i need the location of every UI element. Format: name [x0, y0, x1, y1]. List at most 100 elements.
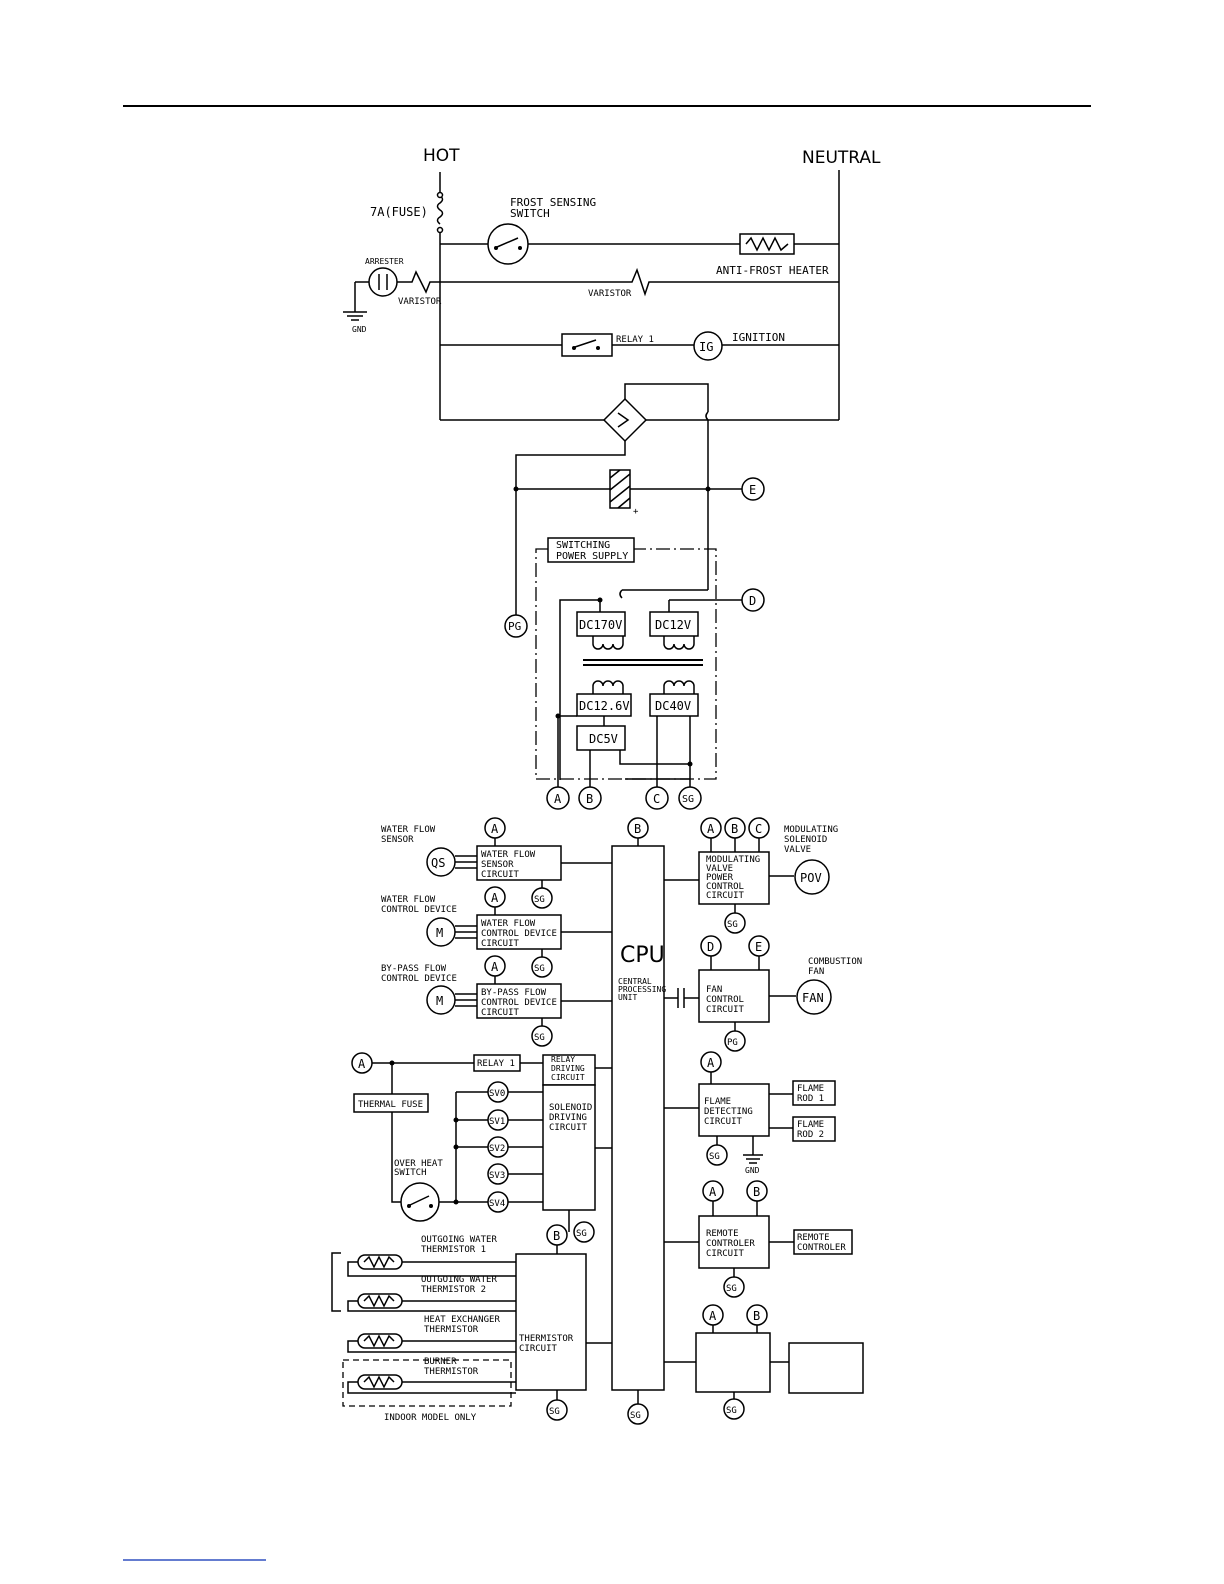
svg-text:SV3: SV3: [489, 1171, 505, 1181]
thermistor-circuit: [515, 1253, 587, 1391]
svg-text:A: A: [554, 792, 562, 806]
relay-1-icon: [561, 333, 613, 357]
varistor-icon-2: [628, 267, 652, 297]
capacitor-plus: +: [633, 507, 639, 517]
pov-icon: [794, 859, 830, 895]
gnd-label-top: GND: [352, 325, 367, 334]
svg-text:CONTROL DEVICE: CONTROL DEVICE: [481, 929, 557, 939]
svg-text:WATER FLOW: WATER FLOW: [481, 850, 536, 860]
svg-text:OUTGOING WATER: OUTGOING WATER: [421, 1275, 497, 1285]
dc170v-box: [576, 611, 626, 637]
svg-text:E: E: [755, 940, 762, 954]
svg-text:COMBUSTION: COMBUSTION: [808, 957, 862, 967]
arrester-label: ARRESTER: [365, 257, 404, 266]
svg-text:PROCESSING: PROCESSING: [618, 985, 666, 994]
svg-text:DRIVING: DRIVING: [551, 1064, 585, 1073]
svg-text:SV0: SV0: [489, 1089, 505, 1099]
svg-text:DC5V: DC5V: [589, 732, 618, 746]
svg-text:A: A: [491, 822, 499, 836]
svg-text:POWER: POWER: [706, 873, 734, 883]
svg-text:THERMISTOR 1: THERMISTOR 1: [421, 1245, 486, 1255]
svg-text:OUTGOING WATER: OUTGOING WATER: [421, 1235, 497, 1245]
svg-text:BY-PASS FLOW: BY-PASS FLOW: [381, 964, 447, 974]
wfs-connector-sg: [531, 887, 553, 909]
svg-text:A: A: [709, 1309, 717, 1323]
svg-text:THERMISTOR: THERMISTOR: [424, 1367, 479, 1377]
svg-text:MODULATING: MODULATING: [784, 825, 838, 835]
anti-frost-heater-icon: [739, 233, 795, 255]
svg-text:DRIVING: DRIVING: [549, 1113, 587, 1123]
bridge-rectifier-icon: [602, 397, 648, 443]
dc40v-box: [649, 693, 699, 717]
svg-text:CIRCUIT: CIRCUIT: [481, 870, 520, 880]
svg-text:CIRCUIT: CIRCUIT: [704, 1117, 743, 1127]
svg-text:SENSOR: SENSOR: [381, 835, 414, 845]
svg-text:DC40V: DC40V: [655, 699, 691, 713]
flame-rod-2-box: [792, 1116, 836, 1142]
fuse-label: 7A(FUSE): [370, 205, 428, 219]
svg-text:CPU: CPU: [620, 943, 665, 968]
svg-text:CONTROL: CONTROL: [706, 882, 744, 892]
svg-text:SG: SG: [534, 964, 545, 974]
svg-text:SENSOR: SENSOR: [481, 860, 514, 870]
svg-text:A: A: [491, 960, 499, 974]
svg-text:CONTROL: CONTROL: [706, 995, 744, 1005]
svg-text:D: D: [707, 940, 714, 954]
svg-text:C: C: [755, 822, 762, 836]
connector-b-out: [578, 786, 602, 810]
svg-text:QS: QS: [431, 856, 445, 870]
fuse-icon: [436, 195, 444, 225]
remote-controler-box: [793, 1229, 853, 1255]
water-flow-control-device-circuit: [476, 914, 562, 950]
thermistor-connector-sg: [546, 1399, 568, 1421]
svg-text:MODULATING: MODULATING: [706, 855, 760, 865]
svg-text:UNIT: UNIT: [618, 993, 637, 1002]
flame-connector-sg: [706, 1144, 728, 1166]
svg-text:THERMISTOR 2: THERMISTOR 2: [421, 1285, 486, 1295]
cpu-connector-sg: [627, 1403, 649, 1425]
svg-text:SOLENOID: SOLENOID: [784, 835, 827, 845]
connector-d-top: [741, 588, 765, 612]
svg-text:GND: GND: [745, 1166, 760, 1175]
svg-text:CONTROL DEVICE: CONTROL DEVICE: [381, 905, 457, 915]
relay-1-label-top: RELAY 1: [616, 335, 654, 345]
svg-text:A: A: [707, 822, 715, 836]
svg-text:B: B: [553, 1229, 560, 1243]
flame-detecting-circuit: [698, 1083, 770, 1137]
solenoid-connector-sg: [573, 1221, 595, 1243]
svg-text:CONTROL DEVICE: CONTROL DEVICE: [381, 974, 457, 984]
switching-power-supply-box: [547, 537, 635, 563]
svg-text:ROD 2: ROD 2: [797, 1130, 824, 1140]
indoor-model-only-region: [342, 1359, 512, 1407]
svg-text:CENTRAL: CENTRAL: [618, 977, 652, 986]
svg-text:SWITCH: SWITCH: [394, 1168, 427, 1178]
svg-text:FAN: FAN: [706, 985, 722, 995]
svg-text:DC170V: DC170V: [579, 618, 622, 632]
thermal-fuse-box: [353, 1093, 429, 1113]
svg-text:SG: SG: [726, 1406, 737, 1416]
anti-frost-heater-label: ANTI-FROST HEATER: [716, 264, 829, 277]
ig-label: IG: [699, 340, 713, 354]
svg-text:SG: SG: [630, 1411, 641, 1421]
svg-text:A: A: [358, 1057, 366, 1071]
svg-text:SV4: SV4: [489, 1199, 505, 1209]
wfcd-connector-sg: [531, 956, 553, 978]
relay-driving-circuit: [542, 1054, 596, 1086]
connector-a-out: [546, 786, 570, 810]
svg-text:B: B: [753, 1185, 760, 1199]
svg-text:SG: SG: [727, 920, 738, 930]
svg-text:M: M: [436, 926, 443, 940]
fan-connector-pg: [724, 1030, 746, 1052]
connector-sg-out: [678, 786, 702, 810]
svg-text:B: B: [731, 822, 738, 836]
svg-text:WATER FLOW: WATER FLOW: [381, 825, 436, 835]
fan-control-circuit: [698, 969, 770, 1023]
svg-text:A: A: [491, 891, 499, 905]
svg-text:REMOTE: REMOTE: [797, 1233, 830, 1243]
svg-text:CONTROLER: CONTROLER: [706, 1239, 755, 1249]
cpu-block: [611, 845, 665, 1391]
svg-text:CIRCUIT: CIRCUIT: [706, 1005, 745, 1015]
ignition-icon: [693, 331, 723, 361]
svg-text:THERMAL FUSE: THERMAL FUSE: [358, 1100, 423, 1110]
